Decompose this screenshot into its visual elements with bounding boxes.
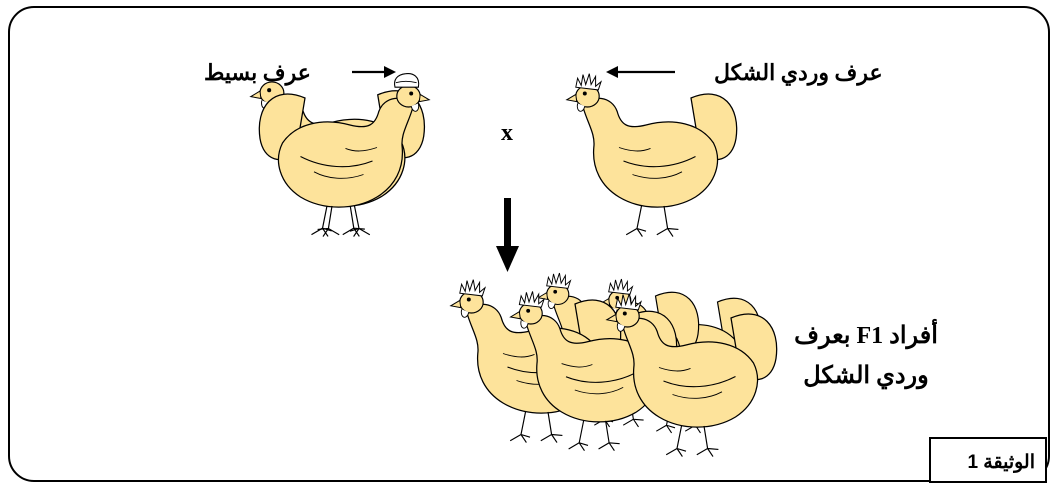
label-f1-line2: وردي الشكل (803, 363, 929, 389)
document-number: الوثيقة 1 (967, 452, 1035, 473)
down-arrow-icon (496, 198, 519, 272)
label-f1: أفراد F1 بعرف وردي الشكل (776, 316, 956, 396)
label-rose-comb: عرف وردي الشكل (714, 60, 883, 85)
document-frame (8, 6, 1050, 482)
label-f1-line1: أفراد F1 بعرف (794, 323, 938, 349)
chicken-rose-comb-icon (566, 73, 738, 238)
label-simple-comb: عرف بسيط (204, 60, 311, 85)
cross-symbol: x (501, 120, 513, 146)
document-number-box: الوثيقة 1 (929, 437, 1047, 483)
left-arrow-icon (352, 66, 675, 78)
